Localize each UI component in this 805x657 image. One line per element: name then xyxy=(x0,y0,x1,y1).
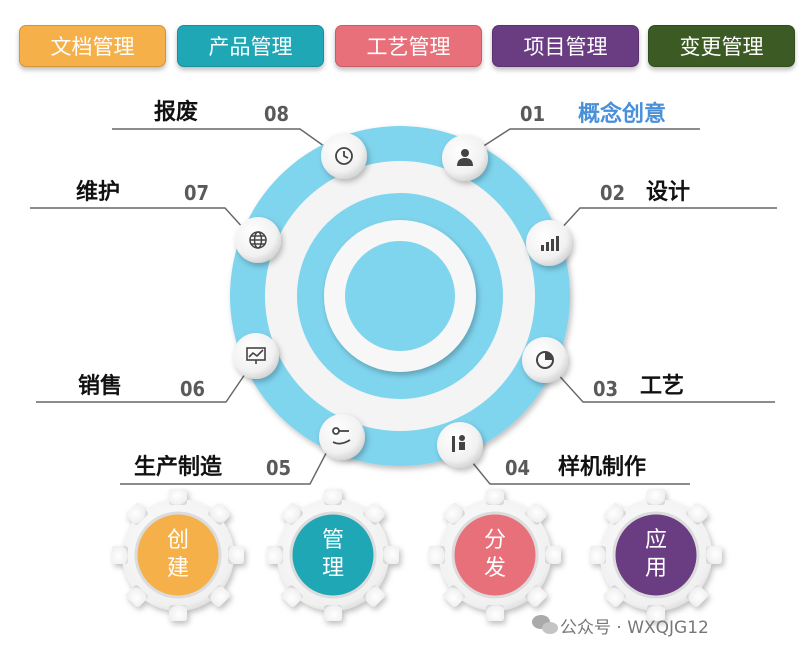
stage-label-07: 维护 xyxy=(76,174,120,206)
stage-num-01: 01 xyxy=(520,102,545,126)
stage-label-03: 工艺 xyxy=(640,368,684,400)
gear-apply-label: 应 用 xyxy=(636,527,676,583)
stage-num-02: 02 xyxy=(600,181,625,205)
stage-label-02: 设计 xyxy=(646,174,690,206)
watermark: 公众号 · WXQJG12 xyxy=(560,613,709,638)
gear-distribute-line1: 分 xyxy=(475,527,515,555)
stage-num-08: 08 xyxy=(264,102,289,126)
gear-distribute-label: 分 发 xyxy=(475,527,515,583)
stage-num-07: 07 xyxy=(184,181,209,205)
gear-create-line2: 建 xyxy=(158,555,198,583)
node-05 xyxy=(319,414,365,460)
gear-create-label: 创 建 xyxy=(158,527,198,583)
gear-apply-line1: 应 xyxy=(636,527,676,555)
wechat-logo-icon xyxy=(532,615,558,634)
gear-apply-line2: 用 xyxy=(636,555,676,583)
stage-label-05: 生产制造 xyxy=(134,449,222,481)
center-disc xyxy=(345,241,455,351)
gear-manage-label: 管 理 xyxy=(313,527,353,583)
stage-num-03: 03 xyxy=(593,377,618,401)
gear-create-line1: 创 xyxy=(158,527,198,555)
gear-distribute-line2: 发 xyxy=(475,555,515,583)
gears xyxy=(112,489,722,621)
stage-label-06: 销售 xyxy=(78,368,122,400)
gear-manage-line2: 理 xyxy=(313,555,353,583)
stage-num-05: 05 xyxy=(266,456,291,480)
stage-label-04: 样机制作 xyxy=(558,449,646,481)
gear-manage-line1: 管 xyxy=(313,527,353,555)
stage-label-01: 概念创意 xyxy=(578,96,666,128)
stage-num-06: 06 xyxy=(180,377,205,401)
stage-num-04: 04 xyxy=(505,456,530,480)
stage-label-08: 报废 xyxy=(154,94,198,126)
